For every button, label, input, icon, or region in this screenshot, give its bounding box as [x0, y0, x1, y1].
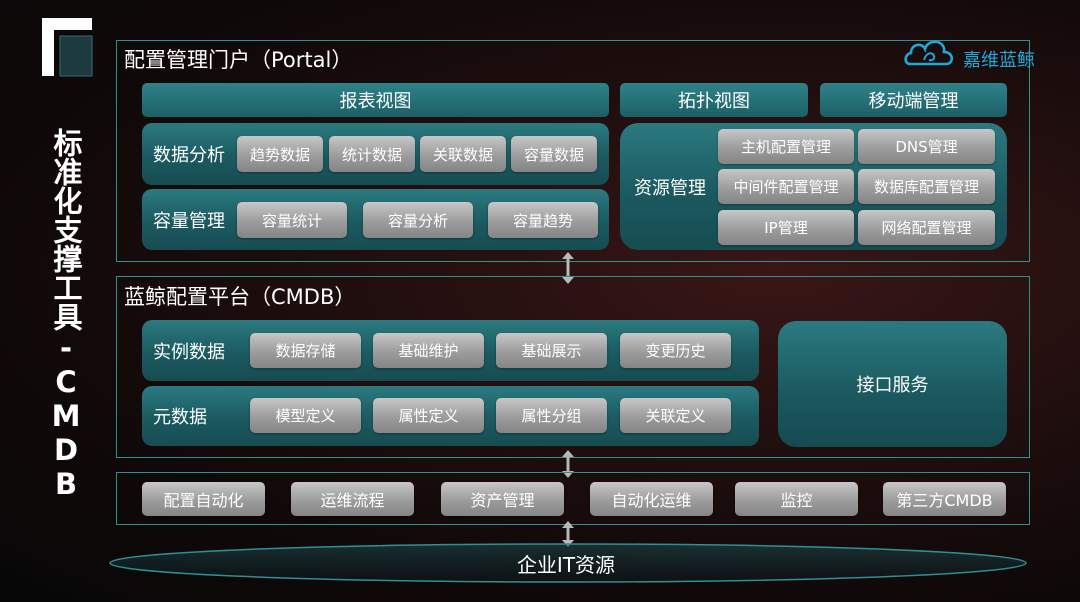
brand-name: 嘉维蓝鲸	[963, 50, 1035, 71]
apps-section	[116, 472, 1030, 525]
interface-service-label: 接口服务	[856, 375, 929, 396]
corner-logo-icon	[42, 18, 93, 77]
change-history-chip[interactable]: 变更历史	[620, 333, 731, 368]
enterprise-it-resources-label: 企业IT资源	[516, 553, 616, 577]
attribute-group-chip[interactable]: 属性分组	[496, 398, 607, 433]
topology-view-label: 拓扑视图	[678, 91, 750, 112]
instance-data-label: 实例数据	[153, 341, 225, 363]
database-config-chip[interactable]: 数据库配置管理	[858, 169, 995, 204]
base-ellipse	[109, 543, 1027, 583]
middleware-config-chip[interactable]: 中间件配置管理	[718, 169, 854, 204]
cloud-whale-logo-icon	[904, 40, 954, 66]
topology-view-bar[interactable]: 拓扑视图	[620, 83, 808, 117]
mobile-management-bar[interactable]: 移动端管理	[820, 83, 1007, 117]
data-storage-chip[interactable]: 数据存储	[250, 333, 361, 368]
mobile-management-label: 移动端管理	[868, 91, 959, 112]
network-config-chip[interactable]: 网络配置管理	[858, 210, 995, 245]
attribute-definition-chip[interactable]: 属性定义	[373, 398, 484, 433]
automated-ops-chip[interactable]: 自动化运维	[590, 482, 713, 516]
portal-title: 配置管理门户（Portal）	[124, 48, 353, 72]
relation-data-chip[interactable]: 关联数据	[420, 136, 506, 172]
vertical-title: 标准化支撑工具-CMDB	[49, 128, 83, 501]
capacity-analysis-chip[interactable]: 容量分析	[363, 202, 473, 238]
capacity-data-chip[interactable]: 容量数据	[511, 136, 597, 172]
data-analysis-label: 数据分析	[153, 145, 225, 166]
config-automation-chip[interactable]: 配置自动化	[142, 482, 265, 516]
basic-maintenance-chip[interactable]: 基础维护	[373, 333, 484, 368]
trend-data-chip[interactable]: 趋势数据	[237, 136, 323, 172]
ip-management-chip[interactable]: IP管理	[718, 210, 854, 245]
basic-display-chip[interactable]: 基础展示	[496, 333, 607, 368]
asset-management-chip[interactable]: 资产管理	[441, 482, 564, 516]
cmdb-section	[116, 276, 1030, 458]
cmdb-title: 蓝鲸配置平台（CMDB）	[124, 285, 356, 309]
monitoring-chip[interactable]: 监控	[735, 482, 858, 516]
statistics-data-chip[interactable]: 统计数据	[329, 136, 415, 172]
ops-process-chip[interactable]: 运维流程	[291, 482, 414, 516]
dns-management-chip[interactable]: DNS管理	[858, 129, 995, 164]
interface-service-panel[interactable]: 接口服务	[778, 321, 1007, 447]
portal-section	[116, 40, 1030, 262]
report-view-label: 报表视图	[339, 91, 412, 112]
relation-definition-chip[interactable]: 关联定义	[620, 398, 731, 433]
third-party-cmdb-chip[interactable]: 第三方CMDB	[883, 482, 1006, 516]
capacity-management-label: 容量管理	[153, 210, 225, 232]
resource-management-label: 资源管理	[634, 177, 706, 199]
model-definition-chip[interactable]: 模型定义	[250, 398, 361, 433]
metadata-label: 元数据	[153, 407, 207, 428]
host-config-chip[interactable]: 主机配置管理	[718, 129, 854, 164]
capacity-statistics-chip[interactable]: 容量统计	[237, 202, 347, 238]
capacity-trend-chip[interactable]: 容量趋势	[488, 202, 598, 238]
report-view-bar[interactable]: 报表视图	[142, 83, 609, 117]
